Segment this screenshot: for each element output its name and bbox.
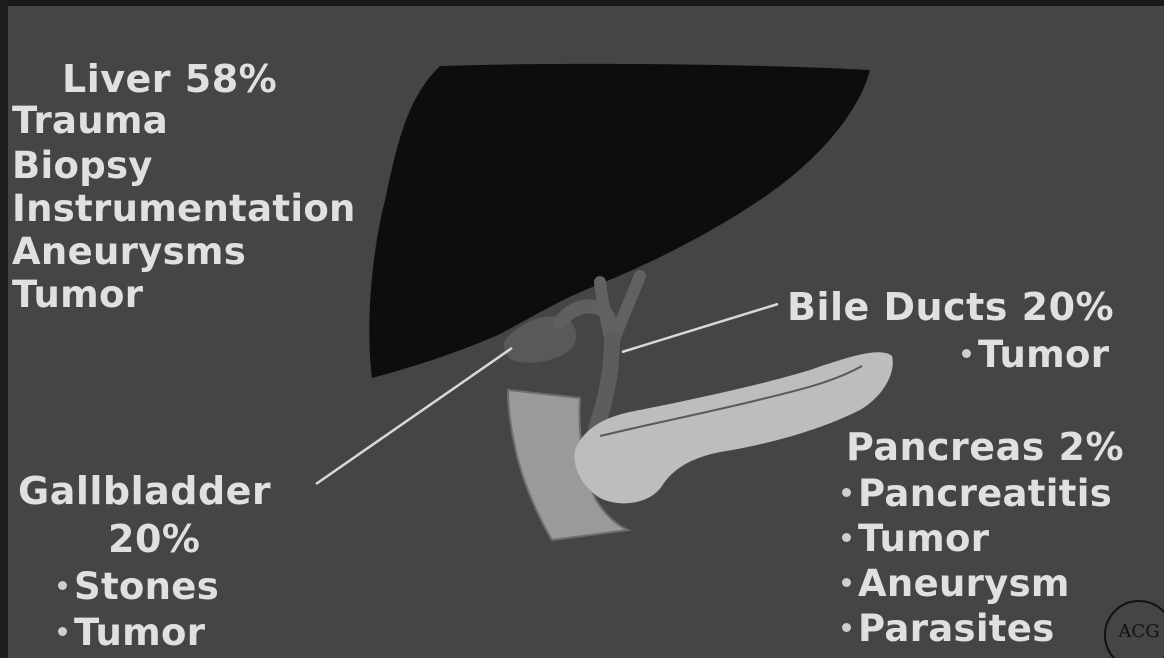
bullet-icon <box>842 578 851 587</box>
pancreas-item-label: Tumor <box>858 517 989 560</box>
gallbladder-item: Tumor <box>58 614 205 651</box>
pancreas-item-label: Parasites <box>858 607 1055 650</box>
bile-ducts-item: Tumor <box>962 336 1109 373</box>
bullet-icon <box>962 349 971 358</box>
pancreas-item: Aneurysm <box>842 565 1070 602</box>
gallbladder-item-label: Stones <box>74 565 219 608</box>
pancreas-item: Pancreatitis <box>842 475 1112 512</box>
gallbladder-percent: 20% <box>108 520 200 558</box>
bile-ducts-item-label: Tumor <box>978 333 1109 376</box>
pancreas-item: Parasites <box>842 610 1055 647</box>
bullet-icon <box>58 627 67 636</box>
gallbladder-item: Stones <box>58 568 219 605</box>
liver-item: Trauma <box>12 102 168 139</box>
bullet-icon <box>842 488 851 497</box>
pancreas-item: Tumor <box>842 520 989 557</box>
liver-item: Tumor <box>12 276 143 313</box>
liver-item: Aneurysms <box>12 233 246 270</box>
hepatic-duct-left <box>600 282 610 338</box>
pancreas-item-label: Pancreatitis <box>858 472 1112 515</box>
gallbladder-heading: Gallbladder <box>18 472 271 510</box>
bullet-icon <box>842 623 851 632</box>
bile-ducts-leader-line <box>622 304 778 352</box>
pancreas-item-label: Aneurysm <box>858 562 1070 605</box>
liver-item: Instrumentation <box>12 190 356 227</box>
hepatic-duct-right <box>614 276 640 340</box>
bullet-icon <box>58 581 67 590</box>
bile-ducts-heading: Bile Ducts 20% <box>787 288 1114 326</box>
bullet-icon <box>842 533 851 542</box>
liver-heading: Liver 58% <box>62 60 277 98</box>
common-bile-duct <box>596 340 612 428</box>
gallbladder-item-label: Tumor <box>74 611 205 654</box>
liver-item: Biopsy <box>12 147 153 184</box>
gallbladder-leader-line <box>316 348 512 484</box>
pancreas-heading: Pancreas 2% <box>846 428 1124 466</box>
